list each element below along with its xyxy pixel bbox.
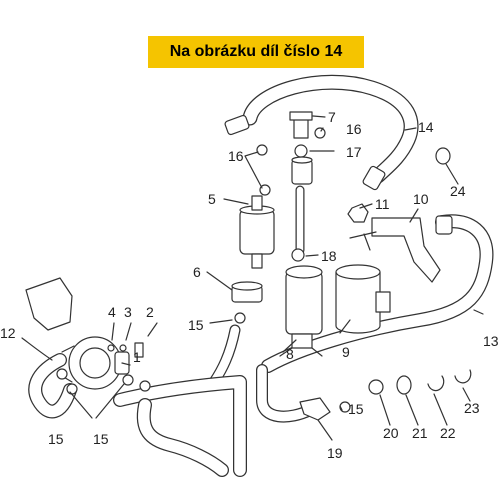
sleeve-9 [335, 264, 391, 334]
fastener-2 [134, 342, 144, 358]
callout-8: 8 [286, 346, 294, 362]
washer-4 [107, 344, 115, 352]
hose-12 [28, 353, 77, 419]
clip-19 [299, 397, 331, 421]
callout-1: 1 [133, 349, 141, 365]
callout-13: 13 [483, 333, 499, 349]
bracket-left [25, 277, 73, 331]
callout-15-b: 15 [48, 431, 64, 447]
callout-23: 23 [464, 400, 480, 416]
callout-14: 14 [418, 119, 434, 135]
clamp-16-group [256, 127, 326, 196]
ring-23 [454, 369, 472, 384]
clamp-24 [435, 147, 451, 165]
callout-3: 3 [124, 304, 132, 320]
t-fitting-7 [289, 111, 313, 158]
callout-12: 12 [0, 325, 16, 341]
banner-text: Na obrázku díl číslo 14 [169, 43, 343, 60]
ring-21 [396, 375, 412, 395]
washer-3 [119, 344, 127, 352]
callout-15-c: 15 [93, 431, 109, 447]
clamp-20 [368, 379, 384, 395]
filter-5 [239, 195, 275, 269]
callout-9: 9 [342, 344, 350, 360]
callout-4: 4 [108, 304, 116, 320]
callout-17: 17 [346, 144, 362, 160]
callout-15-a: 15 [188, 317, 204, 333]
callout-6: 6 [193, 264, 201, 280]
callout-11: 11 [375, 196, 390, 212]
callout-20: 20 [383, 425, 399, 441]
bracket-10 [349, 217, 441, 283]
callout-10: 10 [413, 191, 429, 207]
callout-18: 18 [321, 248, 337, 264]
callout-16-b: 16 [346, 121, 362, 137]
callout-7: 7 [328, 109, 336, 125]
pump-8 [279, 265, 323, 357]
hose-14 [224, 74, 419, 191]
callout-15-d: 15 [348, 401, 364, 417]
clamp-18 [291, 248, 305, 262]
clamp-15-group [56, 312, 351, 413]
regulator-1 [61, 336, 130, 390]
callout-2: 2 [146, 304, 154, 320]
callout-5: 5 [208, 191, 216, 207]
callout-24: 24 [450, 183, 466, 199]
callout-16-a: 16 [228, 148, 244, 164]
callout-21: 21 [412, 425, 428, 441]
callout-22: 22 [440, 425, 456, 441]
callout-19: 19 [327, 445, 343, 461]
collar-6 [231, 281, 263, 303]
part-banner: Na obrázku díl číslo 14 [148, 36, 364, 68]
cap-17 [291, 156, 313, 185]
callout-labels: 1 2 3 4 5 6 7 8 9 10 11 12 13 14 15 15 1… [0, 109, 499, 461]
hose-13 [261, 214, 494, 373]
nut-11 [347, 203, 369, 223]
ring-22 [427, 375, 445, 392]
